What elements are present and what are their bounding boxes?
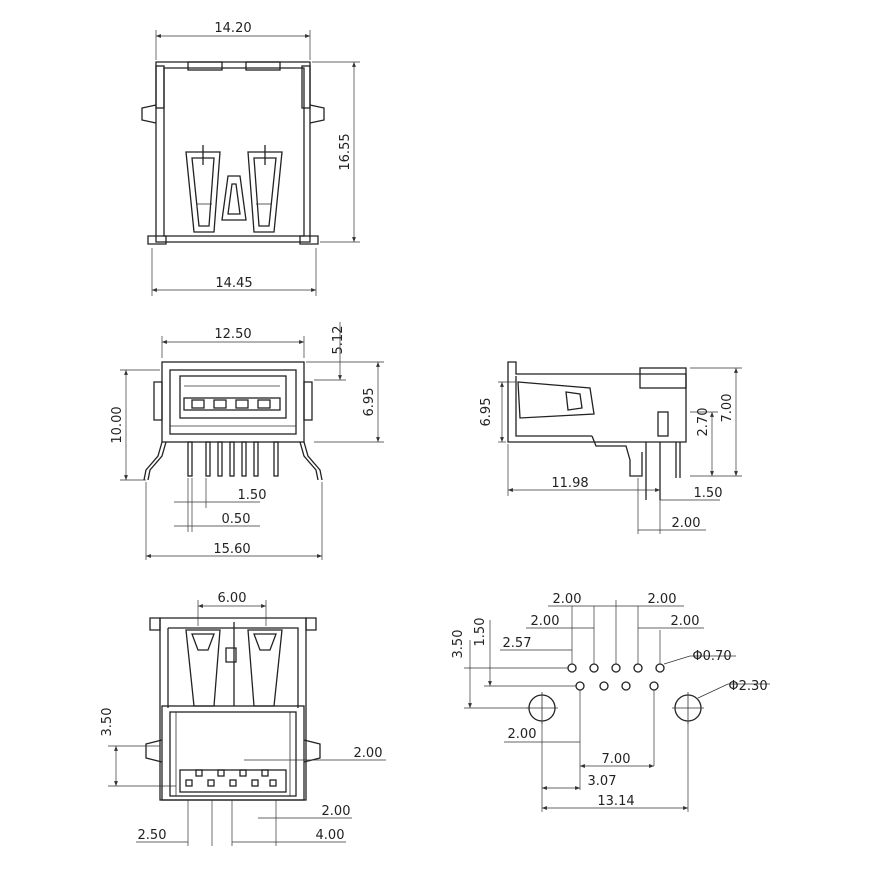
- side-body-length: 11.98: [551, 476, 588, 491]
- bottom-view: 6.00 3.50 2.00 2.00 2.50 4.00: [100, 591, 386, 846]
- side-height-left: 6.95: [479, 398, 494, 427]
- front-overall-height: 10.00: [110, 406, 125, 443]
- pcb-row-offset-v1: 3.50: [451, 630, 466, 659]
- pcb-hole-offset: 2.00: [508, 727, 537, 742]
- pcb-offset-257: 2.57: [503, 636, 532, 651]
- bottom-tab-height: 3.50: [100, 708, 115, 737]
- pcb-pitch-1: 2.00: [553, 592, 582, 607]
- side-pin-offset: 1.50: [694, 486, 723, 501]
- bottom-dim-right-top: 2.00: [354, 746, 383, 761]
- front-pin-width: 0.50: [222, 512, 251, 527]
- front-opening-height: 6.95: [362, 388, 377, 417]
- top-view-width-top: 14.20: [214, 21, 251, 36]
- side-height-right: 7.00: [720, 394, 735, 423]
- front-view: 12.50 10.00 5.12 6.95 1.50 0.50 15.60: [110, 322, 384, 560]
- top-view: 14.20 14.45 16.55: [141, 21, 360, 296]
- side-pin-pitch: 2.00: [672, 516, 701, 531]
- pcb-pin-hole: Φ0.70: [692, 649, 731, 664]
- bottom-dim-right: 4.00: [316, 828, 345, 843]
- pcb-layout: 2.00 2.00 2.00 2.00 2.57 3.50 1.50 Φ0.70…: [451, 592, 770, 812]
- pcb-row-span: 7.00: [602, 752, 631, 767]
- front-opening-width: 12.50: [214, 327, 251, 342]
- pcb-pitch-3: 2.00: [531, 614, 560, 629]
- pcb-pitch-4: 2.00: [671, 614, 700, 629]
- pcb-offset-307: 3.07: [588, 774, 617, 789]
- front-opening-offset: 5.12: [331, 326, 346, 355]
- top-view-height: 16.55: [338, 133, 353, 170]
- pcb-row-offset-v2: 1.50: [473, 618, 488, 647]
- side-tab-height: 2.70: [696, 408, 711, 437]
- bottom-dim-left: 2.50: [138, 828, 167, 843]
- bottom-dim-right-bottom: 2.00: [322, 804, 351, 819]
- pcb-mount-hole: Φ2.30: [728, 679, 767, 694]
- pcb-pitch-2: 2.00: [648, 592, 677, 607]
- front-overall-width: 15.60: [213, 542, 250, 557]
- top-view-width-bottom: 14.45: [215, 276, 252, 291]
- bottom-contact-spacing: 6.00: [218, 591, 247, 606]
- side-view: 6.95 7.00 2.70 11.98 1.50 2.00: [479, 361, 742, 534]
- pcb-mount-span: 13.14: [597, 794, 634, 809]
- front-pin-pitch: 1.50: [238, 488, 267, 503]
